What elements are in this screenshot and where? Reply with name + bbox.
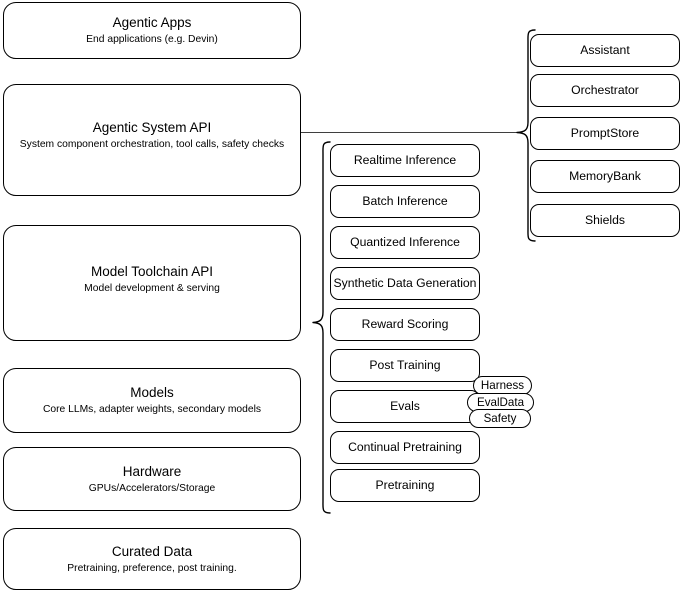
agentic-component-label: Assistant: [580, 43, 630, 57]
toolchain-box-synthetic-data-generation[interactable]: Synthetic Data Generation: [330, 267, 480, 300]
eval-capsule-label: Safety: [483, 412, 517, 425]
toolchain-label: Continual Pretraining: [348, 440, 462, 454]
layer-subtitle: Model development & serving: [84, 283, 220, 294]
toolchain-box-batch-inference[interactable]: Batch Inference: [330, 185, 480, 218]
layer-title: Agentic System API: [92, 120, 212, 135]
toolchain-label: Realtime Inference: [353, 153, 457, 167]
toolchain-label: Evals: [390, 399, 420, 413]
toolchain-label: Reward Scoring: [361, 317, 449, 331]
layer-box-model-toolchain-api[interactable]: Model Toolchain API Model development & …: [3, 225, 301, 341]
toolchain-box-reward-scoring[interactable]: Reward Scoring: [330, 308, 480, 341]
eval-capsule-safety[interactable]: Safety: [469, 409, 531, 428]
layer-title: Models: [130, 385, 174, 400]
toolchain-label: Quantized Inference: [350, 235, 460, 249]
toolchain-label: Synthetic Data Generation: [333, 276, 477, 290]
layer-text-group: Model Toolchain API Model development & …: [4, 263, 300, 296]
toolchain-box-quantized-inference[interactable]: Quantized Inference: [330, 226, 480, 259]
toolchain-box-continual-pretraining[interactable]: Continual Pretraining: [330, 431, 480, 464]
agentic-component-box-shields[interactable]: Shields: [530, 204, 680, 237]
layer-title: Curated Data: [111, 543, 193, 559]
layer-subtitle: System component orchestration, tool cal…: [19, 139, 285, 150]
layer-subtitle: Pretraining, preference, post training.: [67, 562, 237, 574]
layer-text-group: Agentic System API System component orch…: [4, 119, 300, 152]
layer-box-agentic-apps[interactable]: Agentic Apps End applications (e.g. Devi…: [3, 2, 301, 59]
toolchain-label: Pretraining: [375, 478, 435, 492]
layer-subtitle: GPUs/Accelerators/Storage: [88, 482, 216, 494]
brace-agentic-system: [516, 29, 536, 242]
layer-title: Agentic Apps: [112, 15, 192, 30]
eval-capsule-label: EvalData: [476, 396, 525, 409]
layer-box-hardware[interactable]: Hardware GPUs/Accelerators/Storage: [3, 447, 301, 511]
connector-line-agentic-system: [301, 132, 521, 134]
layer-box-agentic-system-api[interactable]: Agentic System API System component orch…: [3, 84, 301, 196]
eval-capsule-label: Harness: [480, 379, 525, 392]
agentic-component-label: Orchestrator: [571, 83, 639, 97]
layer-box-models[interactable]: Models Core LLMs, adapter weights, secon…: [3, 368, 301, 433]
toolchain-box-pretraining[interactable]: Pretraining: [330, 469, 480, 502]
layer-title: Hardware: [122, 463, 182, 479]
toolchain-box-evals[interactable]: Evals: [330, 390, 480, 423]
eval-capsule-evaldata[interactable]: EvalData: [467, 393, 534, 412]
eval-capsule-harness[interactable]: Harness: [473, 376, 532, 395]
agentic-component-label: PromptStore: [570, 126, 640, 140]
toolchain-box-realtime-inference[interactable]: Realtime Inference: [330, 144, 480, 177]
agentic-component-label: MemoryBank: [569, 169, 641, 183]
toolchain-label: Post Training: [369, 358, 441, 372]
agentic-component-label: Shields: [585, 213, 625, 227]
layer-subtitle: End applications (e.g. Devin): [86, 34, 218, 45]
layer-title: Model Toolchain API: [90, 264, 214, 279]
layer-subtitle: Core LLMs, adapter weights, secondary mo…: [42, 404, 262, 415]
agentic-component-box-memorybank[interactable]: MemoryBank: [530, 160, 680, 193]
agentic-component-box-promptstore[interactable]: PromptStore: [530, 117, 680, 150]
layer-box-curated-data[interactable]: Curated Data Pretraining, preference, po…: [3, 528, 301, 590]
agentic-component-box-assistant[interactable]: Assistant: [530, 34, 680, 67]
toolchain-label: Batch Inference: [362, 194, 448, 208]
brace-model-toolchain: [312, 141, 331, 514]
agentic-component-box-orchestrator[interactable]: Orchestrator: [530, 74, 680, 107]
toolchain-box-post-training[interactable]: Post Training: [330, 349, 480, 382]
